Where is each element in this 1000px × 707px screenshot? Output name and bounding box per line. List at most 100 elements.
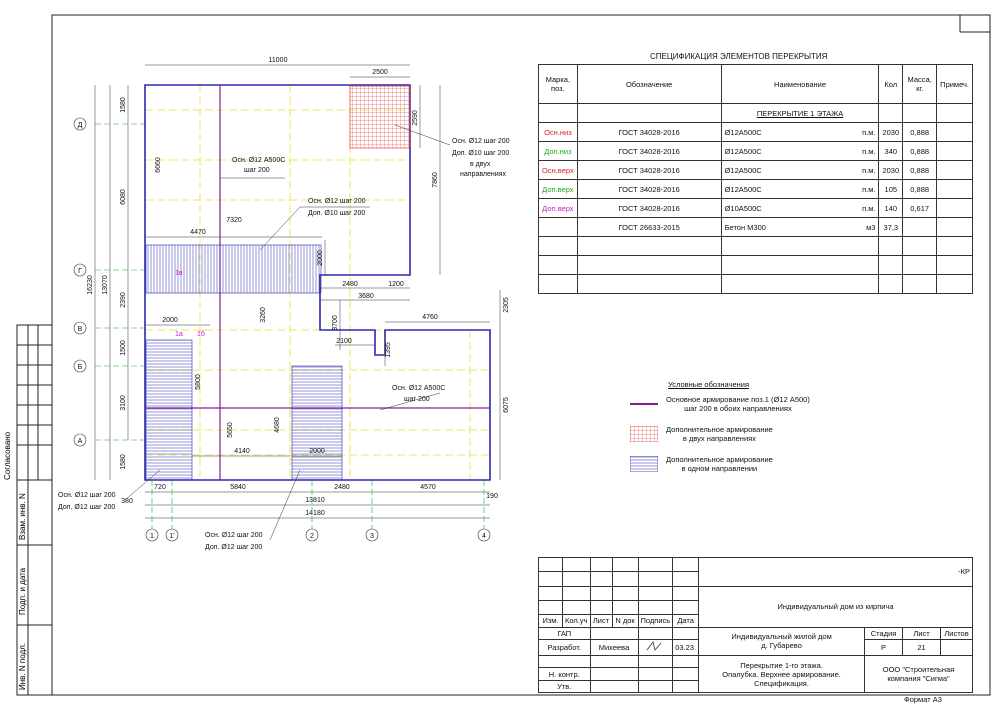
dim-left-1500: 1500 <box>120 340 127 356</box>
note-6b: Доп. Ø12 шаг 200 <box>205 544 262 551</box>
dim-4760: 4760 <box>422 314 438 321</box>
spec-h-doc: Обозначение <box>576 64 722 104</box>
floor-plan: 11000 2500 2590 7860 1580 6660 6080 1623… <box>58 57 510 551</box>
dim-13810: 13810 <box>305 497 325 504</box>
note-3a: Осн. Ø12 шаг 200 <box>452 138 510 145</box>
spec-title: СПЕЦИФИКАЦИЯ ЭЛЕМЕНТОВ ПЕРЕКРЫТИЯ <box>650 52 828 61</box>
spec-mass: 0,888 <box>902 122 938 142</box>
spec-h-mark: Марка, поз. <box>538 64 578 104</box>
axis-col-4: 4 <box>482 533 486 540</box>
note-6a: Осн. Ø12 шаг 200 <box>205 532 263 539</box>
dim-top-2500: 2500 <box>372 69 388 76</box>
note-5b: Доп. Ø12 шаг 200 <box>58 504 115 511</box>
note-1b: шаг 200 <box>244 167 270 174</box>
mark-1b: 1б <box>197 330 205 338</box>
dim-left-6660: 6660 <box>155 157 162 173</box>
stamp-nkontr: Н. контр. <box>538 667 591 681</box>
axis-row-a: А <box>78 438 83 445</box>
stamp-dev-name: Михеева <box>589 638 639 657</box>
stamp-h-izm: Изм. <box>538 614 563 628</box>
spec-mass: 0,617 <box>902 198 938 218</box>
dim-6075: 6075 <box>503 397 510 413</box>
legend: Условные обозначения Основное армировани… <box>630 380 810 473</box>
spec-note <box>936 198 973 218</box>
spec-mass: 0,888 <box>902 160 938 180</box>
note-2b: Доп. Ø10 шаг 200 <box>308 210 365 217</box>
legend-item-3: Дополнительное армирование <box>666 455 773 464</box>
spec-doc: ГОСТ 34028-2016 <box>576 122 722 142</box>
spec-qty: 105 <box>878 179 904 199</box>
stamp-utv: Утв. <box>538 679 591 694</box>
dim-left-3100: 3100 <box>120 395 127 411</box>
spec-doc: ГОСТ 26633-2015 <box>576 217 722 237</box>
spec-mark: Осн.низ <box>538 122 578 142</box>
dim-2000-h: 2000 <box>162 317 178 324</box>
dim-2480: 2480 <box>342 281 358 288</box>
dim-5800: 5800 <box>195 374 202 390</box>
spec-h-note: Примеч. <box>936 64 973 104</box>
spec-header-row: Марка, поз. Обозначение Наименование Кол… <box>538 64 973 104</box>
spec-note <box>936 160 973 180</box>
spec-section: ПЕРЕКРЫТИЕ 1 ЭТАЖА <box>720 103 880 123</box>
spec-section-row: ПЕРЕКРЫТИЕ 1 ЭТАЖА <box>538 103 973 123</box>
legend-item-3b: в одном направлении <box>681 464 758 473</box>
dim-3260: 3260 <box>260 307 267 323</box>
dim-2305: 2305 <box>503 297 510 313</box>
stamp-h-list: Лист <box>589 614 613 628</box>
axis-col-1p: 1' <box>169 533 174 540</box>
stamp-dev-role: Разработ. <box>538 638 591 657</box>
spec-note <box>936 217 973 237</box>
dim-left-2390: 2390 <box>120 292 127 308</box>
note-2a: Осн. Ø12 шаг 200 <box>308 198 366 205</box>
stamp-project: Индивидуальный дом из кирпича <box>698 585 973 628</box>
spec-mark: Доп.верх <box>538 179 578 199</box>
dim-14180: 14180 <box>305 510 325 517</box>
spec-qty: 37,3 <box>878 217 904 237</box>
spec-mark: Осн.верх <box>538 160 578 180</box>
stamp-h-koluch: Кол.уч <box>562 614 591 628</box>
spec-note <box>936 141 973 161</box>
spec-note <box>936 179 973 199</box>
side-agreed: Согласовано <box>3 431 12 480</box>
dim-2100: 2100 <box>336 338 352 345</box>
dim-2000-v: 2000 <box>317 250 324 266</box>
stamp-h-date: Дата <box>672 614 700 628</box>
legend-swatch-lines <box>630 456 658 472</box>
signature-icon <box>637 638 674 657</box>
note-3c: в двух <box>470 161 491 168</box>
spec-mass: 0,888 <box>902 179 938 199</box>
dim-4680: 4680 <box>274 417 281 433</box>
stamp-date: 03.23. <box>672 638 700 657</box>
dim-190: 190 <box>486 493 498 500</box>
spec-qty: 340 <box>878 141 904 161</box>
note-3d: направлениях <box>460 171 506 178</box>
spec-mark: Доп.верх <box>538 198 578 218</box>
dim-2000-b: 2000 <box>309 448 325 455</box>
legend-title: Условные обозначения <box>668 380 750 389</box>
spec-h-name: Наименование <box>720 64 880 104</box>
dim-3680: 3680 <box>358 293 374 300</box>
dim-2480-b: 2480 <box>334 484 350 491</box>
stamp-code: -КР <box>698 557 973 587</box>
stamp-h-sign: Подпись <box>637 614 674 628</box>
dim-left-13070: 13070 <box>102 275 109 295</box>
stamp-sheet-label: Лист <box>902 626 942 640</box>
spec-table: Марка, поз. Обозначение Наименование Кол… <box>538 64 973 294</box>
spec-qty: 2030 <box>878 160 904 180</box>
side-field-3: Инв. N подл. <box>18 643 27 690</box>
dim-4140: 4140 <box>234 448 250 455</box>
dim-720: 720 <box>154 484 166 491</box>
format-label: Формат А3 <box>904 695 942 704</box>
legend-item-1b: шаг 200 в обоих направлениях <box>684 404 792 413</box>
dim-5650: 5650 <box>227 422 234 438</box>
stamp-sheet: 21 <box>902 638 942 657</box>
axis-row-g: Г <box>78 268 82 275</box>
axis-col-1: 1 <box>150 533 154 540</box>
note-3b: Доп. Ø10 шаг 200 <box>452 150 509 157</box>
dim-1395: 1395 <box>385 342 392 358</box>
